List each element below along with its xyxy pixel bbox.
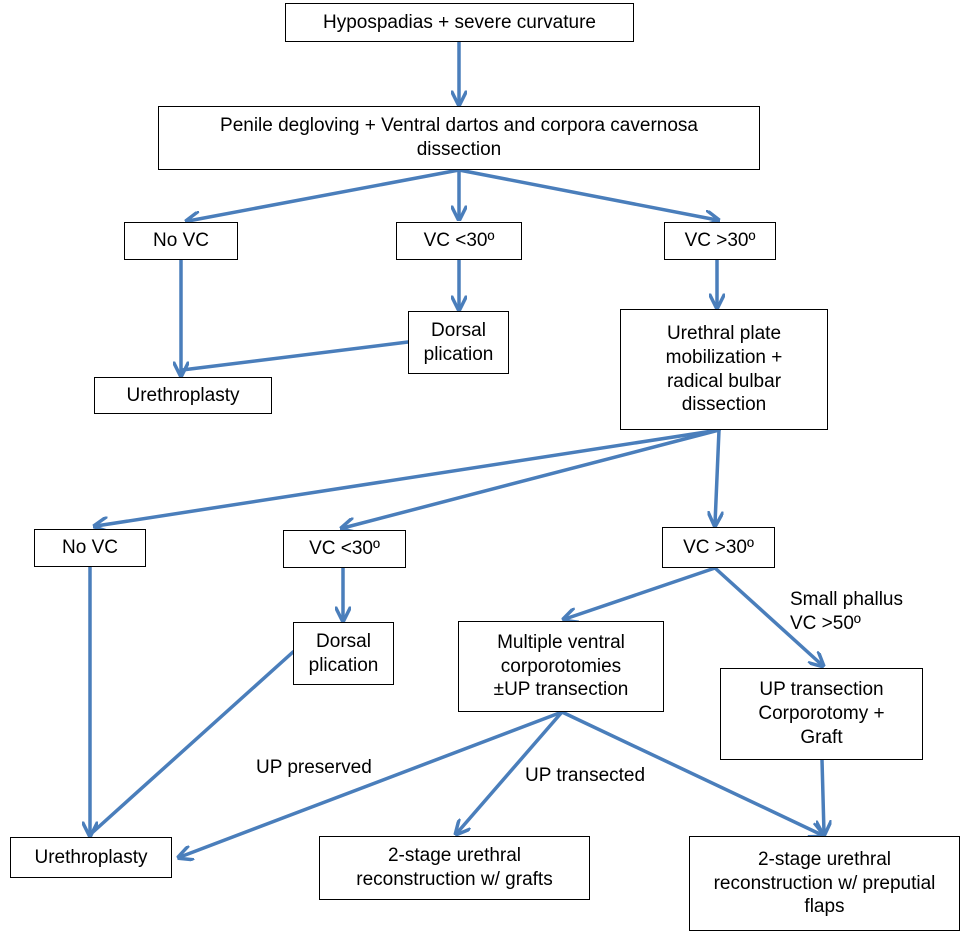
node-up-transection-graft: UP transection Corporotomy + Graft bbox=[720, 668, 923, 760]
arrow-mobilization-to-vclt2 bbox=[343, 428, 721, 528]
node-text-line: reconstruction w/ preputial bbox=[713, 872, 936, 894]
edge-label-small-phallus: Small phallus VC >50º bbox=[790, 588, 903, 636]
node-text-line: radical bulbar bbox=[666, 370, 782, 392]
node-text-line: Dorsal bbox=[431, 319, 486, 341]
node-text-line: Corporotomy + bbox=[758, 703, 885, 725]
arrow-corporotomies-to-twostage-flaps bbox=[560, 710, 822, 835]
node-no-vc-1: No VC bbox=[124, 222, 238, 260]
node-text-line: Urethral plate bbox=[666, 323, 782, 344]
node-text-line: 2-stage urethral bbox=[387, 845, 522, 867]
node-text-line: corporotomies bbox=[500, 655, 622, 677]
node-text-line: Dorsal bbox=[316, 630, 371, 652]
node-text-line: dissection bbox=[416, 139, 502, 160]
node-text: VC <30º bbox=[423, 230, 495, 252]
node-vc-over-30-1: VC >30º bbox=[664, 222, 776, 260]
node-vc-over-30-2: VC >30º bbox=[662, 527, 775, 568]
node-text: Urethroplasty bbox=[34, 846, 148, 868]
node-dorsal-plication-1: Dorsal plication bbox=[408, 311, 509, 374]
node-text-line: flaps bbox=[804, 896, 845, 918]
node-text: No VC bbox=[62, 537, 118, 559]
arrow-transection-to-twostage-flaps bbox=[822, 758, 824, 833]
line-dorsal2-to-urethroplasty2 bbox=[91, 650, 295, 834]
node-text-line: reconstruction w/ grafts bbox=[356, 869, 553, 890]
node-text-line: dissection bbox=[681, 394, 767, 416]
node-urethroplasty-2: Urethroplasty bbox=[10, 837, 172, 878]
node-text-line: plication bbox=[423, 343, 494, 365]
node-text: Hypospadias + severe curvature bbox=[322, 11, 596, 33]
line-dorsal1-to-urethroplasty1 bbox=[180, 340, 410, 372]
node-text-line: Graft bbox=[800, 726, 843, 748]
node-text-line: mobilization + bbox=[665, 346, 783, 368]
node-hypospadias-severe-curvature: Hypospadias + severe curvature bbox=[285, 3, 634, 42]
node-two-stage-flaps: 2-stage urethral reconstruction w/ prepu… bbox=[689, 836, 960, 931]
edge-label-text: UP preserved bbox=[256, 757, 372, 778]
edge-label-up-transected: UP transected bbox=[525, 764, 645, 788]
arrow-degloving-to-novc1 bbox=[188, 168, 461, 221]
node-text-line: 2-stage urethral bbox=[757, 848, 892, 870]
node-text: VC <30º bbox=[309, 538, 380, 560]
arrow-corporotomies-to-twostage-grafts bbox=[457, 710, 564, 833]
arrow-mobilization-to-novc2 bbox=[96, 428, 721, 526]
node-text-line: Penile degloving + Ventral dartos and co… bbox=[220, 115, 698, 137]
node-text-line: Multiple ventral bbox=[497, 631, 625, 653]
arrow-vcgt2-to-transection bbox=[713, 566, 822, 665]
node-vc-under-30-1: VC <30º bbox=[396, 222, 522, 260]
node-text: VC >30º bbox=[683, 536, 754, 558]
edge-label-text: UP transected bbox=[525, 765, 646, 786]
edge-label-line: VC >50º bbox=[790, 612, 861, 634]
arrow-degloving-to-vcgt1 bbox=[457, 168, 717, 220]
node-penile-degloving: Penile degloving + Ventral dartos and co… bbox=[158, 106, 760, 170]
arrow-mobilization-to-vcgt2 bbox=[715, 428, 719, 524]
node-dorsal-plication-2: Dorsal plication bbox=[293, 622, 394, 685]
node-text: Urethroplasty bbox=[126, 384, 240, 406]
node-multiple-ventral-corporotomies: Multiple ventral corporotomies ±UP trans… bbox=[458, 621, 664, 712]
node-urethral-plate-mobilization: Urethral plate mobilization + radical bu… bbox=[620, 309, 828, 430]
node-urethroplasty-1: Urethroplasty bbox=[94, 377, 272, 414]
node-no-vc-2: No VC bbox=[34, 529, 146, 567]
arrow-vcgt2-to-corporotomies bbox=[565, 566, 717, 619]
edge-label-line: Small phallus bbox=[790, 589, 903, 610]
arrow-corporotomies-to-urethroplasty2 bbox=[180, 710, 564, 857]
node-text: No VC bbox=[153, 230, 209, 252]
node-text-line: plication bbox=[308, 654, 379, 676]
node-two-stage-grafts: 2-stage urethral reconstruction w/ graft… bbox=[319, 836, 590, 900]
node-text-line: UP transection bbox=[759, 679, 884, 701]
node-text: VC >30º bbox=[684, 230, 756, 252]
node-text-line: ±UP transection bbox=[493, 679, 629, 701]
edge-label-up-preserved: UP preserved bbox=[256, 756, 372, 780]
node-vc-under-30-2: VC <30º bbox=[283, 530, 406, 568]
